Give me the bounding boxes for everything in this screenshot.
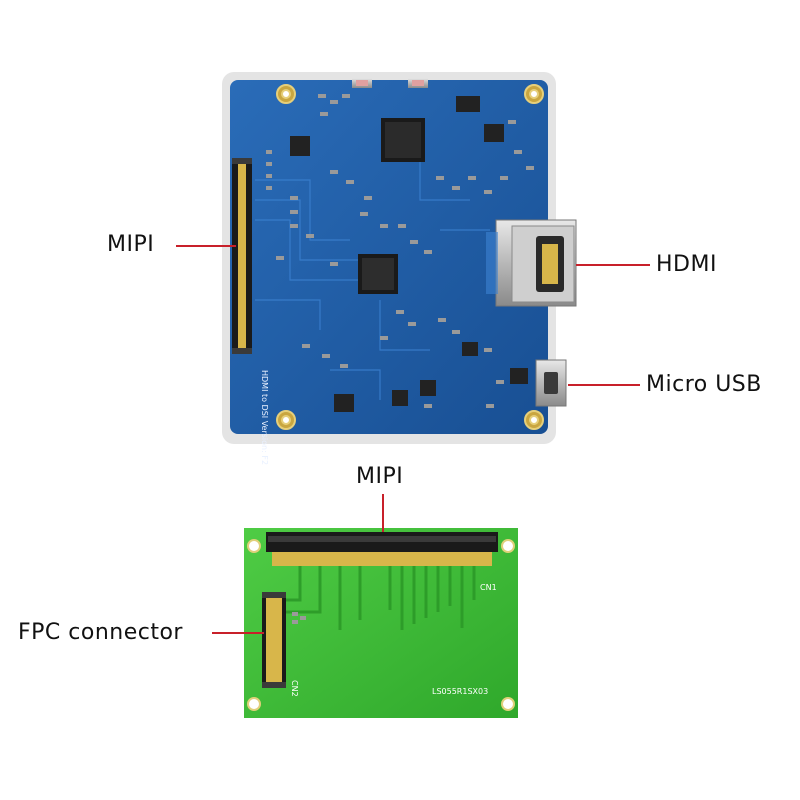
pcb-traces [255,150,490,400]
ic-chips [290,96,528,412]
leader-fpc-connector [212,632,264,634]
leader-micro-usb [568,384,640,386]
fpc-connector [262,592,286,688]
label-mipi-adapter: MIPI [356,464,404,489]
board-version-silkscreen: HDMI to DSI Version: F2 [260,370,269,465]
label-fpc-connector: FPC connector [18,620,183,645]
top-switches [352,78,428,88]
mipi-connector-adapter [266,532,498,566]
label-mipi-main: MIPI [107,232,155,257]
part-number-silkscreen: LS055R1SX03 [432,687,488,696]
leader-hdmi [576,264,650,266]
smd-components [266,94,534,408]
cn1-silkscreen: CN1 [480,583,497,592]
leader-mipi-adapter [382,494,384,532]
micro-usb-port [535,359,567,407]
mipi-connector-main [232,158,252,354]
label-micro-usb: Micro USB [646,372,762,397]
cn2-silkscreen: CN2 [290,680,299,697]
label-hdmi: HDMI [656,252,717,277]
adapter-smd-components [292,612,306,624]
adapter-mounting-holes [247,539,515,711]
hdmi-port [486,219,577,307]
leader-mipi-main [176,245,236,247]
mounting-holes [276,84,544,430]
